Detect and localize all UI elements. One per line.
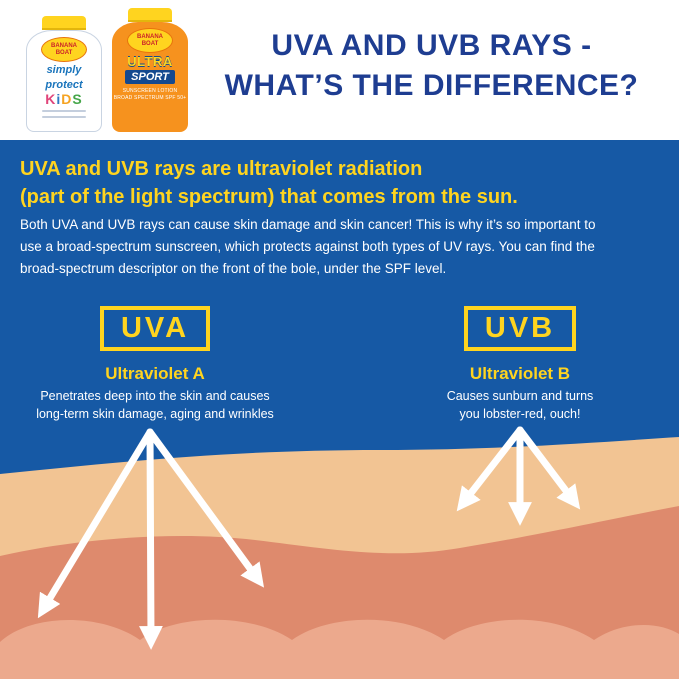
page-title-line1: UVA AND UVB RAYS - [271,29,592,62]
label-fine-print: SUNSCREEN LOTION BROAD SPECTRUM SPF 50+ [114,88,187,103]
product-bottles: BANANA BOAT simply protect KiDS BANANA B… [26,6,188,132]
brand-name: BANANA [137,33,163,40]
headline-line2: (part of the light spectrum) that comes … [20,186,518,209]
uva-description: Penetrates deep into the skin and causes… [30,388,280,424]
product-name-line: SPORT [125,69,175,84]
product-name-line: protect [45,78,83,91]
skin-layers-illustration [0,437,679,679]
brand-name: BOAT [55,49,73,56]
bottle-label: BANANA BOAT simply protect KiDS [26,30,102,132]
uvb-description: Causes sunburn and turns you lobster-red… [395,388,645,424]
uva-label-box: UVA [99,306,211,352]
label-fine-print [42,116,86,119]
fine-print-line: SUNSCREEN LOTION [122,87,178,94]
uvb-section: UVB Ultraviolet B Causes sunburn and tur… [395,306,645,424]
brand-name: BANANA [51,42,77,49]
bottle-ultra-sport: BANANA BOAT ULTRA SPORT SUNSCREEN LOTION… [112,8,188,132]
page-title-line2: WHAT’S THE DIFFERENCE? [224,68,639,102]
product-name-line: simply [46,64,82,76]
uvb-description-line2: you lobster-red, ouch! [459,407,581,422]
uvb-subtitle: Ultraviolet B [469,364,571,384]
header: BANANA BOAT simply protect KiDS BANANA B… [0,0,679,140]
banana-boat-logo: BANANA BOAT [127,28,173,53]
product-name-line: ULTRA [127,54,173,69]
kids-letter: S [72,91,83,108]
brand-name: BOAT [141,40,159,47]
skin-layer-bottom [0,619,679,679]
body-text-line2: use a broad-spectrum sunscreen, which pr… [20,238,595,254]
uva-subtitle: Ultraviolet A [105,364,205,384]
kids-letter: D [61,91,73,108]
body-text-line1: Both UVA and UVB rays can cause skin dam… [20,217,596,232]
page-title: UVA AND UVB RAYS - WHAT’S THE DIFFERENCE… [196,26,667,105]
uva-section: UVA Ultraviolet A Penetrates deep into t… [30,306,280,424]
banana-boat-logo: BANANA BOAT [41,37,87,62]
headline-line1: UVA and UVB rays are ultraviolet radiati… [20,158,423,180]
kids-wordmark: KiDS [45,92,82,106]
bottle-simply-protect-kids: BANANA BOAT simply protect KiDS [26,16,102,132]
uva-description-line1: Penetrates deep into the skin and causes [40,389,270,404]
body-text: Both UVA and UVB rays can cause skin dam… [20,214,596,280]
bottle-cap [128,8,172,22]
kids-letter: K [45,91,57,108]
body-text-line3: broad-spectrum descriptor on the front o… [20,260,447,276]
headline: UVA and UVB rays are ultraviolet radiati… [20,155,518,212]
uvb-label-box: UVB [463,306,577,352]
uva-description-line2: long-term skin damage, aging and wrinkle… [36,407,274,422]
label-fine-print [42,110,86,113]
fine-print-line: BROAD SPECTRUM SPF 50+ [113,95,187,102]
bottle-label: BANANA BOAT ULTRA SPORT SUNSCREEN LOTION… [112,22,188,132]
content-panel: UVA and UVB rays are ultraviolet radiati… [0,140,679,679]
kids-letter: i [56,91,62,108]
uvb-description-line1: Causes sunburn and turns [446,389,594,404]
bottle-cap [42,16,86,30]
